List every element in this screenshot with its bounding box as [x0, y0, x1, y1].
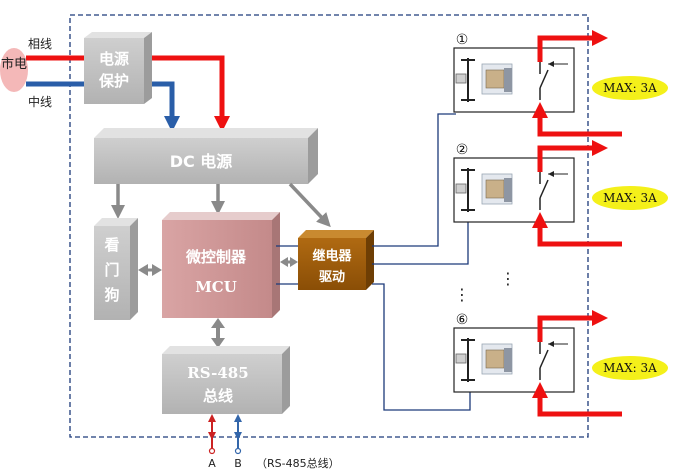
- input-arrow: [531, 101, 622, 137]
- rs485-label-line1: RS-485: [187, 364, 248, 382]
- output-arrow: [537, 139, 609, 172]
- relay-icon-side: [504, 68, 512, 92]
- contact-lead-arrow: [548, 341, 554, 347]
- watchdog-char1: 看: [104, 236, 119, 254]
- relay-channel-3: ⑥ MAX: 3A: [453, 309, 668, 417]
- relay-box: [453, 47, 575, 113]
- rs485-label-line2: 总线: [203, 387, 233, 405]
- relay-box: [453, 327, 575, 393]
- relay-channels: ① MAX: 3A ② MAX: 3A ⑥ MAX: 3A: [453, 29, 668, 417]
- enclosure-border: [69, 14, 589, 438]
- relay-channel-1: ① MAX: 3A: [453, 29, 668, 137]
- relay-icon-core: [485, 69, 505, 89]
- terminal-a-label: A: [208, 457, 216, 470]
- contact-blade: [539, 69, 549, 89]
- mcu-block: 微控制器 MCU: [162, 212, 280, 318]
- dc-to-relay-driver-arrow: [288, 182, 331, 228]
- neutral-wire: [26, 81, 172, 124]
- rs485-block: RS-485 总线: [162, 346, 290, 414]
- phase-wire: [26, 55, 222, 124]
- channel-number: ②: [456, 142, 469, 158]
- mcu-rs485-link: [211, 318, 225, 348]
- relay-box: [453, 157, 575, 223]
- mcu-label-line2: MCU: [195, 278, 237, 296]
- contact-blade: [539, 349, 549, 369]
- watchdog-char3: 狗: [104, 286, 119, 304]
- relay-icon-side: [504, 178, 512, 202]
- power-protection-line1: 电源: [99, 50, 129, 68]
- dc-power-label: DC 电源: [170, 152, 233, 171]
- coil-terminal: [455, 353, 467, 364]
- output-arrow: [537, 309, 609, 342]
- dc-power-block: DC 电源: [94, 128, 318, 184]
- coil-terminal: [455, 183, 467, 194]
- signal-line-ch6: [372, 283, 471, 411]
- input-arrow: [531, 381, 622, 417]
- max-current-label: MAX: 3A: [603, 361, 657, 375]
- max-current-label: MAX: 3A: [603, 81, 657, 95]
- channel-number: ①: [456, 32, 469, 48]
- relay-channel-2: ② MAX: 3A: [453, 139, 668, 247]
- mains-badge: 市电: [0, 48, 28, 92]
- max-current-badge: [592, 186, 668, 210]
- bus-caption: （RS-485总线）: [256, 456, 340, 470]
- output-arrow: [537, 29, 609, 62]
- watchdog-char2: 门: [104, 261, 119, 279]
- ellipsis-left: ⋮: [454, 285, 470, 304]
- input-arrow: [531, 211, 622, 247]
- power-protection-block: 电源 保护: [84, 32, 152, 104]
- terminal-b-label: B: [234, 457, 242, 470]
- rs485-terminals: [208, 414, 242, 455]
- mcu-relay-link: [280, 257, 298, 267]
- contact-lead-arrow: [548, 61, 554, 67]
- relay-driver-block: 继电器 驱动: [298, 230, 374, 290]
- phase-line-label: 相线: [28, 37, 52, 51]
- signal-line-ch2: [372, 218, 469, 265]
- channel-number: ⑥: [456, 312, 469, 328]
- max-current-label: MAX: 3A: [603, 191, 657, 205]
- contact-blade: [539, 179, 549, 199]
- max-current-badge: [592, 76, 668, 100]
- neutral-line-label: 中线: [28, 94, 52, 109]
- mcu-label-line1: 微控制器: [185, 248, 247, 266]
- relay-driver-line2: 驱动: [319, 270, 345, 285]
- relay-icon-core: [485, 179, 505, 199]
- max-current-badge: [592, 356, 668, 380]
- watchdog-mcu-link: [138, 264, 162, 276]
- relay-icon-core: [485, 349, 505, 369]
- signal-line-ch1: [372, 113, 456, 247]
- contact-lead-arrow: [548, 171, 554, 177]
- ellipsis-right: ⋮: [500, 269, 516, 288]
- relay-icon-side: [504, 348, 512, 372]
- watchdog-block: 看 门 狗: [94, 218, 138, 320]
- mains-label: 市电: [1, 56, 27, 72]
- relay-driver-line1: 继电器: [312, 248, 352, 264]
- power-protection-line2: 保护: [98, 72, 129, 90]
- coil-terminal: [455, 73, 467, 84]
